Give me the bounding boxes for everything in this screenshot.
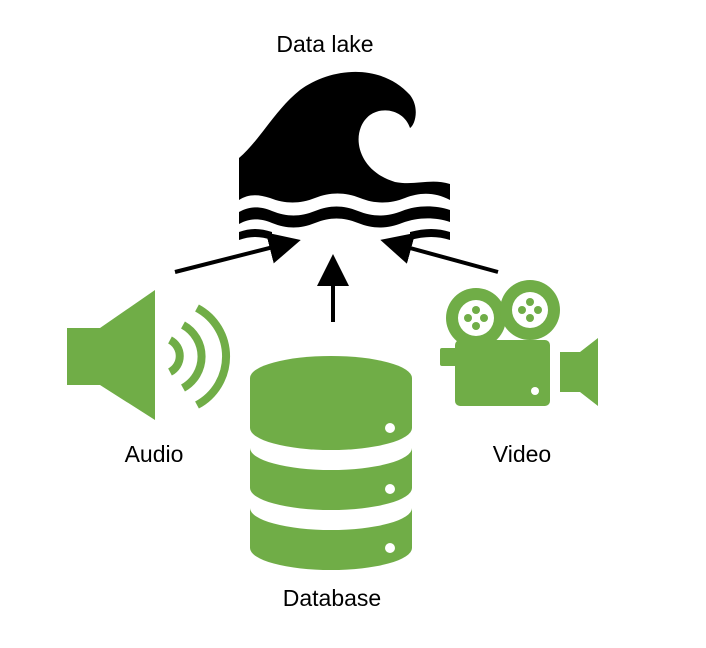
arrow-audio-to-lake — [174, 232, 301, 274]
video-label: Video — [493, 441, 551, 467]
audio-label: Audio — [125, 441, 184, 467]
wave-icon — [239, 71, 450, 240]
speaker-icon — [67, 290, 231, 420]
database-icon — [250, 356, 412, 570]
arrow-video-to-lake — [380, 232, 499, 274]
arrows — [174, 232, 499, 322]
data-lake-label: Data lake — [276, 31, 373, 57]
video-camera-icon — [440, 280, 598, 406]
database-label: Database — [283, 585, 381, 611]
